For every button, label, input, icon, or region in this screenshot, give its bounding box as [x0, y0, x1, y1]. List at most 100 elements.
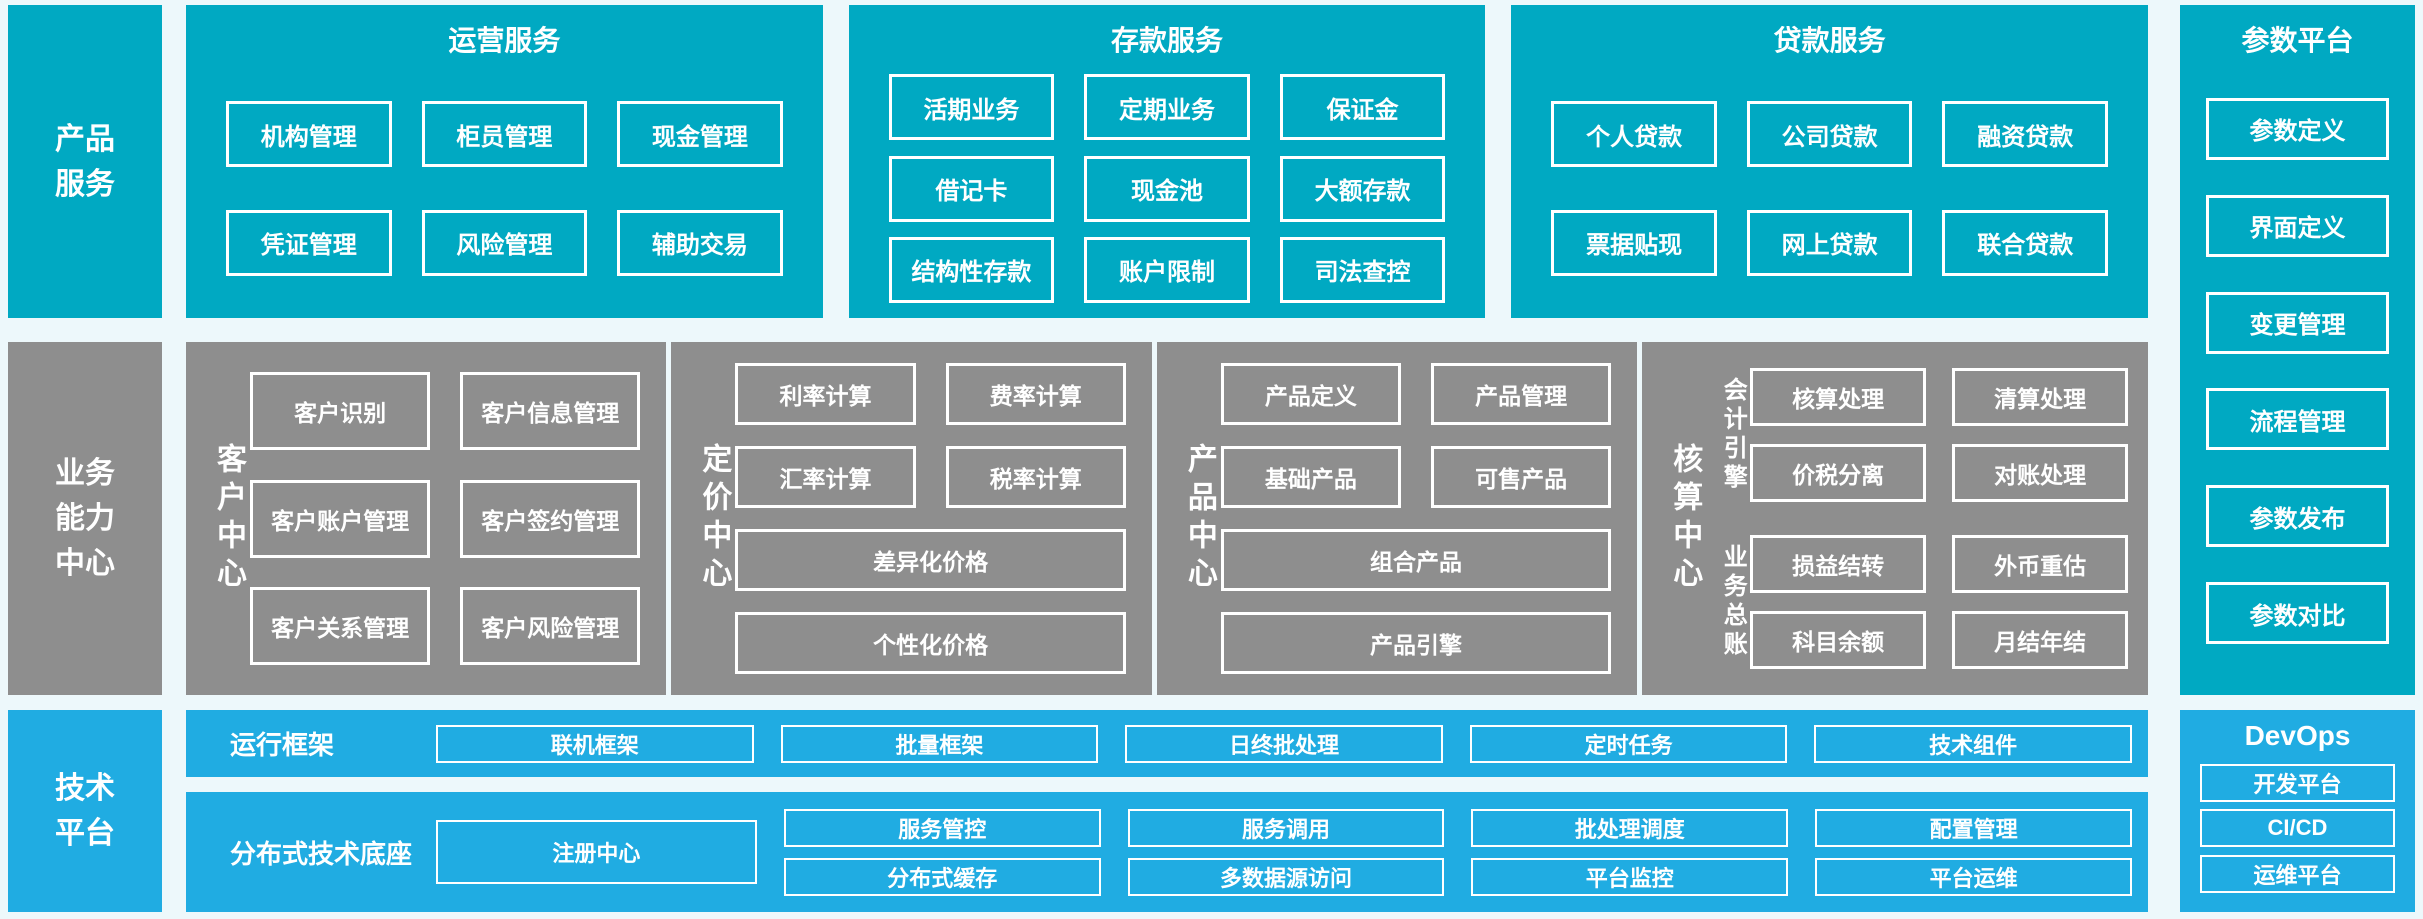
capability-centers-row: 客户中心 客户识别 客户信息管理 客户账户管理 客户签约管理 客户关系管理 客户… [186, 342, 2149, 695]
parameter-platform-title: 参数平台 [2241, 25, 2354, 56]
loan-service-box: 公司贷款 [1746, 101, 1913, 168]
operations-services-grid: 机构管理 柜员管理 现金管理 凭证管理 风险管理 辅助交易 [186, 59, 823, 318]
parameter-platform-items: 参数定义 界面定义 变更管理 流程管理 参数发布 参数对比 [2180, 59, 2415, 695]
deposit-service-box: 借记卡 [888, 155, 1055, 222]
operations-services-title: 运营服务 [448, 25, 561, 56]
parameter-item-box: 参数定义 [2206, 97, 2389, 160]
parameter-item-box: 变更管理 [2206, 291, 2389, 354]
ops-service-box: 凭证管理 [226, 209, 392, 276]
accounting-box: 外币重估 [1952, 534, 2129, 593]
customer-center-box: 客户信息管理 [460, 371, 641, 450]
panel-devops: DevOps 开发平台 CI/CD 运维平台 [2180, 710, 2415, 912]
loan-services-title: 贷款服务 [1773, 25, 1886, 56]
loan-service-box: 个人贷款 [1551, 101, 1717, 168]
distributed-item-stack: 批处理调度 平台监控 [1471, 808, 1789, 896]
product-center-box: 组合产品 [1220, 529, 1612, 591]
deposit-service-box: 大额存款 [1279, 155, 1446, 222]
pricing-center-box: 差异化价格 [735, 529, 1126, 591]
product-center-label: 产品中心 [1182, 442, 1216, 595]
deposit-services-title: 存款服务 [1111, 25, 1224, 56]
customer-center-box: 客户签约管理 [460, 479, 641, 558]
distributed-item-stack: 服务调用 多数据源访问 [1127, 808, 1445, 896]
product-center-box: 基础产品 [1220, 446, 1402, 508]
devops-items: 开发平台 CI/CD 运维平台 [2180, 752, 2415, 912]
devops-item-box: 开发平台 [2200, 763, 2395, 802]
customer-center-box: 客户识别 [250, 371, 431, 450]
deposit-service-box: 现金池 [1084, 155, 1250, 222]
distributed-item-box: 批处理调度 [1471, 808, 1789, 847]
deposit-service-box: 活期业务 [888, 74, 1055, 141]
ops-service-box: 柜员管理 [421, 101, 588, 168]
pricing-center-box: 税率计算 [945, 446, 1126, 508]
distributed-item-box: 多数据源访问 [1127, 857, 1445, 896]
panel-operations-services: 运营服务 机构管理 柜员管理 现金管理 凭证管理 风险管理 辅助交易 [186, 5, 823, 318]
panel-parameter-platform: 参数平台 参数定义 界面定义 变更管理 流程管理 参数发布 参数对比 [2180, 5, 2415, 695]
devops-title: DevOps [2244, 720, 2351, 751]
business-ledger-group: 业务总账 损益结转 外币重估 科目余额 月结年结 [1706, 527, 2129, 678]
deposit-services-grid: 活期业务 定期业务 保证金 借记卡 现金池 大额存款 结构性存款 账户限制 司法… [849, 59, 1486, 318]
pricing-center-box: 个性化价格 [735, 612, 1126, 674]
devops-item-box: 运维平台 [2200, 854, 2395, 893]
loan-service-box: 融资贷款 [1942, 101, 2109, 168]
right-panel-column: 参数平台 参数定义 界面定义 变更管理 流程管理 参数发布 参数对比 DevOp… [2180, 5, 2415, 912]
runtime-item-box: 定时任务 [1469, 724, 1788, 763]
parameter-item-box: 界面定义 [2206, 194, 2389, 257]
accounting-engine-group: 会计引擎 核算处理 清算处理 价税分离 对账处理 [1706, 360, 2129, 511]
distributed-item-box: 配置管理 [1815, 808, 2132, 847]
distributed-base-label: 分布式技术底座 [230, 838, 413, 869]
pricing-center-grid: 利率计算 费率计算 汇率计算 税率计算 差异化价格 个性化价格 [735, 356, 1126, 681]
accounting-box: 损益结转 [1750, 534, 1927, 593]
parameter-item-box: 参数发布 [2206, 485, 2389, 548]
product-services-row: 运营服务 机构管理 柜员管理 现金管理 凭证管理 风险管理 辅助交易 存款服务 … [186, 5, 2149, 318]
ops-service-box: 机构管理 [226, 101, 392, 168]
registry-center-box: 注册中心 [436, 820, 757, 884]
distributed-item-box: 平台监控 [1471, 857, 1789, 896]
distributed-item-stack: 配置管理 平台运维 [1815, 808, 2132, 896]
ops-service-box: 辅助交易 [617, 209, 783, 276]
panel-deposit-services: 存款服务 活期业务 定期业务 保证金 借记卡 现金池 大额存款 结构性存款 账户… [848, 5, 1486, 318]
panel-loan-services: 贷款服务 个人贷款 公司贷款 融资贷款 票据贴现 网上贷款 联合贷款 [1511, 5, 2149, 318]
deposit-service-box: 定期业务 [1084, 74, 1250, 141]
panel-distributed-base-bar: 分布式技术底座 注册中心 服务管控 分布式缓存 服务调用 多数据源访问 批处理调… [186, 792, 2148, 912]
left-sidebar-column: 产品 服务 业务 能力 中心 技术 平台 [8, 5, 162, 912]
runtime-item-box: 批量框架 [780, 724, 1099, 763]
panel-customer-center: 客户中心 客户识别 客户信息管理 客户账户管理 客户签约管理 客户关系管理 客户… [186, 342, 667, 695]
panel-runtime-framework-bar: 运行框架 联机框架 批量框架 日终批处理 定时任务 技术组件 [186, 710, 2148, 777]
runtime-framework-items: 联机框架 批量框架 日终批处理 定时任务 技术组件 [436, 724, 2132, 763]
sidebar-business-capability-center: 业务 能力 中心 [8, 342, 162, 695]
distributed-base-items: 注册中心 服务管控 分布式缓存 服务调用 多数据源访问 批处理调度 平台监控 配… [436, 808, 2132, 896]
runtime-framework-label: 运行框架 [230, 730, 335, 760]
accounting-center-body: 会计引擎 核算处理 清算处理 价税分离 对账处理 业务总账 损益结转 外币重估 [1706, 356, 2129, 681]
customer-center-box: 客户关系管理 [250, 587, 431, 666]
accounting-box: 核算处理 [1750, 368, 1927, 427]
product-center-box: 产品管理 [1431, 363, 1612, 425]
distributed-item-box: 服务调用 [1127, 808, 1445, 847]
accounting-box: 对账处理 [1952, 444, 2129, 503]
loan-service-box: 票据贴现 [1551, 209, 1717, 276]
panel-pricing-center: 定价中心 利率计算 费率计算 汇率计算 税率计算 差异化价格 个性化价格 [671, 342, 1152, 695]
product-center-box: 产品引擎 [1220, 612, 1612, 674]
deposit-service-box: 保证金 [1279, 74, 1446, 141]
distributed-item-box: 分布式缓存 [783, 857, 1101, 896]
product-center-box: 产品定义 [1220, 363, 1402, 425]
panel-product-center: 产品中心 产品定义 产品管理 基础产品 可售产品 组合产品 产品引擎 [1156, 342, 1638, 695]
accounting-box: 月结年结 [1952, 610, 2129, 669]
distributed-item-stack: 服务管控 分布式缓存 [783, 808, 1101, 896]
product-center-box: 可售产品 [1431, 446, 1612, 508]
loan-service-box: 网上贷款 [1746, 209, 1913, 276]
accounting-engine-grid: 核算处理 清算处理 价税分离 对账处理 [1750, 360, 2129, 511]
product-center-grid: 产品定义 产品管理 基础产品 可售产品 组合产品 产品引擎 [1220, 356, 1612, 681]
customer-center-label: 客户中心 [212, 442, 245, 595]
ops-service-box: 风险管理 [421, 209, 588, 276]
accounting-engine-label: 会计引擎 [1719, 377, 1747, 494]
runtime-item-box: 技术组件 [1814, 724, 2132, 763]
deposit-service-box: 账户限制 [1084, 236, 1250, 303]
ops-service-box: 现金管理 [617, 101, 783, 168]
distributed-item-box: 服务管控 [783, 808, 1101, 847]
sidebar-tech-platform: 技术 平台 [8, 710, 162, 912]
parameter-item-box: 参数对比 [2206, 582, 2389, 645]
loan-services-grid: 个人贷款 公司贷款 融资贷款 票据贴现 网上贷款 联合贷款 [1511, 59, 2148, 318]
accounting-box: 清算处理 [1952, 368, 2129, 427]
devops-item-box: CI/CD [2200, 809, 2395, 847]
